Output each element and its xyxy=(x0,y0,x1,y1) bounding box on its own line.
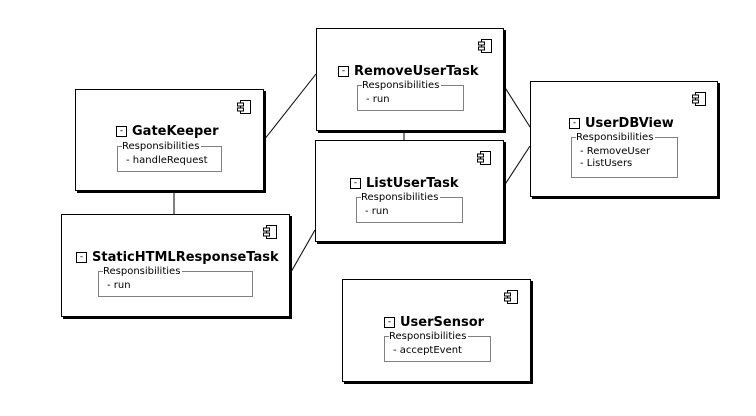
statichtmlresponsetask-component[interactable]: - StaticHTMLResponseTask Responsibilitie… xyxy=(61,214,290,317)
responsibilities-label: Responsibilities xyxy=(389,331,469,342)
component-icon xyxy=(263,225,277,239)
collapse-toggle[interactable]: - xyxy=(116,126,127,137)
responsibilities-box: Responsibilities - RemoveUser - ListUser… xyxy=(571,132,678,178)
component-title: GateKeeper xyxy=(132,124,219,139)
responsibility-item: - RemoveUser xyxy=(580,146,651,157)
responsibilities-label: Responsibilities xyxy=(103,266,183,277)
responsibilities-label: Responsibilities xyxy=(122,141,202,152)
connector-statichtmlresponsetask-listusertask xyxy=(290,229,316,273)
responsibilities-box: Responsibilities - run xyxy=(357,80,464,111)
responsibilities-label: Responsibilities xyxy=(361,192,441,203)
component-icon xyxy=(692,92,706,106)
collapse-toggle[interactable]: - xyxy=(76,252,87,263)
component-icon xyxy=(477,151,491,165)
responsibilities-box: Responsibilities - run xyxy=(98,266,253,297)
connector-removeusertask-userdbview xyxy=(503,85,531,128)
responsibility-item: - acceptEvent xyxy=(393,345,462,356)
responsibilities-box: Responsibilities - acceptEvent xyxy=(384,331,491,362)
component-icon xyxy=(478,39,492,53)
collapse-toggle[interactable]: - xyxy=(350,178,361,189)
responsibility-item: - ListUsers xyxy=(580,158,633,169)
removeusertask-component[interactable]: - RemoveUserTask Responsibilities - run xyxy=(316,28,504,131)
component-title: UserDBView xyxy=(585,116,674,131)
component-icon xyxy=(504,290,518,304)
usersensor-component[interactable]: - UserSensor Responsibilities - acceptEv… xyxy=(342,279,531,382)
responsibility-item: - handleRequest xyxy=(126,155,208,166)
connector-gatekeeper-removeusertask xyxy=(263,73,317,141)
component-title: UserSensor xyxy=(400,315,485,330)
responsibilities-label: Responsibilities xyxy=(576,132,656,143)
collapse-toggle[interactable]: - xyxy=(569,118,580,129)
userdbview-component[interactable]: - UserDBView Responsibilities - RemoveUs… xyxy=(530,81,718,197)
responsibilities-label: Responsibilities xyxy=(362,80,442,91)
gatekeeper-component[interactable]: - GateKeeper Responsibilities - handleRe… xyxy=(75,89,264,191)
collapse-toggle[interactable]: - xyxy=(384,317,395,328)
responsibilities-box: Responsibilities - handleRequest xyxy=(117,141,222,172)
component-icon xyxy=(237,100,251,114)
responsibility-item: - run xyxy=(107,280,131,291)
listusertask-component[interactable]: - ListUserTask Responsibilities - run xyxy=(315,140,504,242)
responsibilities-box: Responsibilities - run xyxy=(356,192,463,223)
component-title: ListUserTask xyxy=(366,176,459,191)
responsibility-item: - run xyxy=(366,94,390,105)
component-title: StaticHTMLResponseTask xyxy=(92,250,279,265)
connector-listusertask-userdbview xyxy=(503,145,531,187)
responsibility-item: - run xyxy=(365,206,389,217)
collapse-toggle[interactable]: - xyxy=(338,66,349,77)
component-title: RemoveUserTask xyxy=(354,64,479,79)
